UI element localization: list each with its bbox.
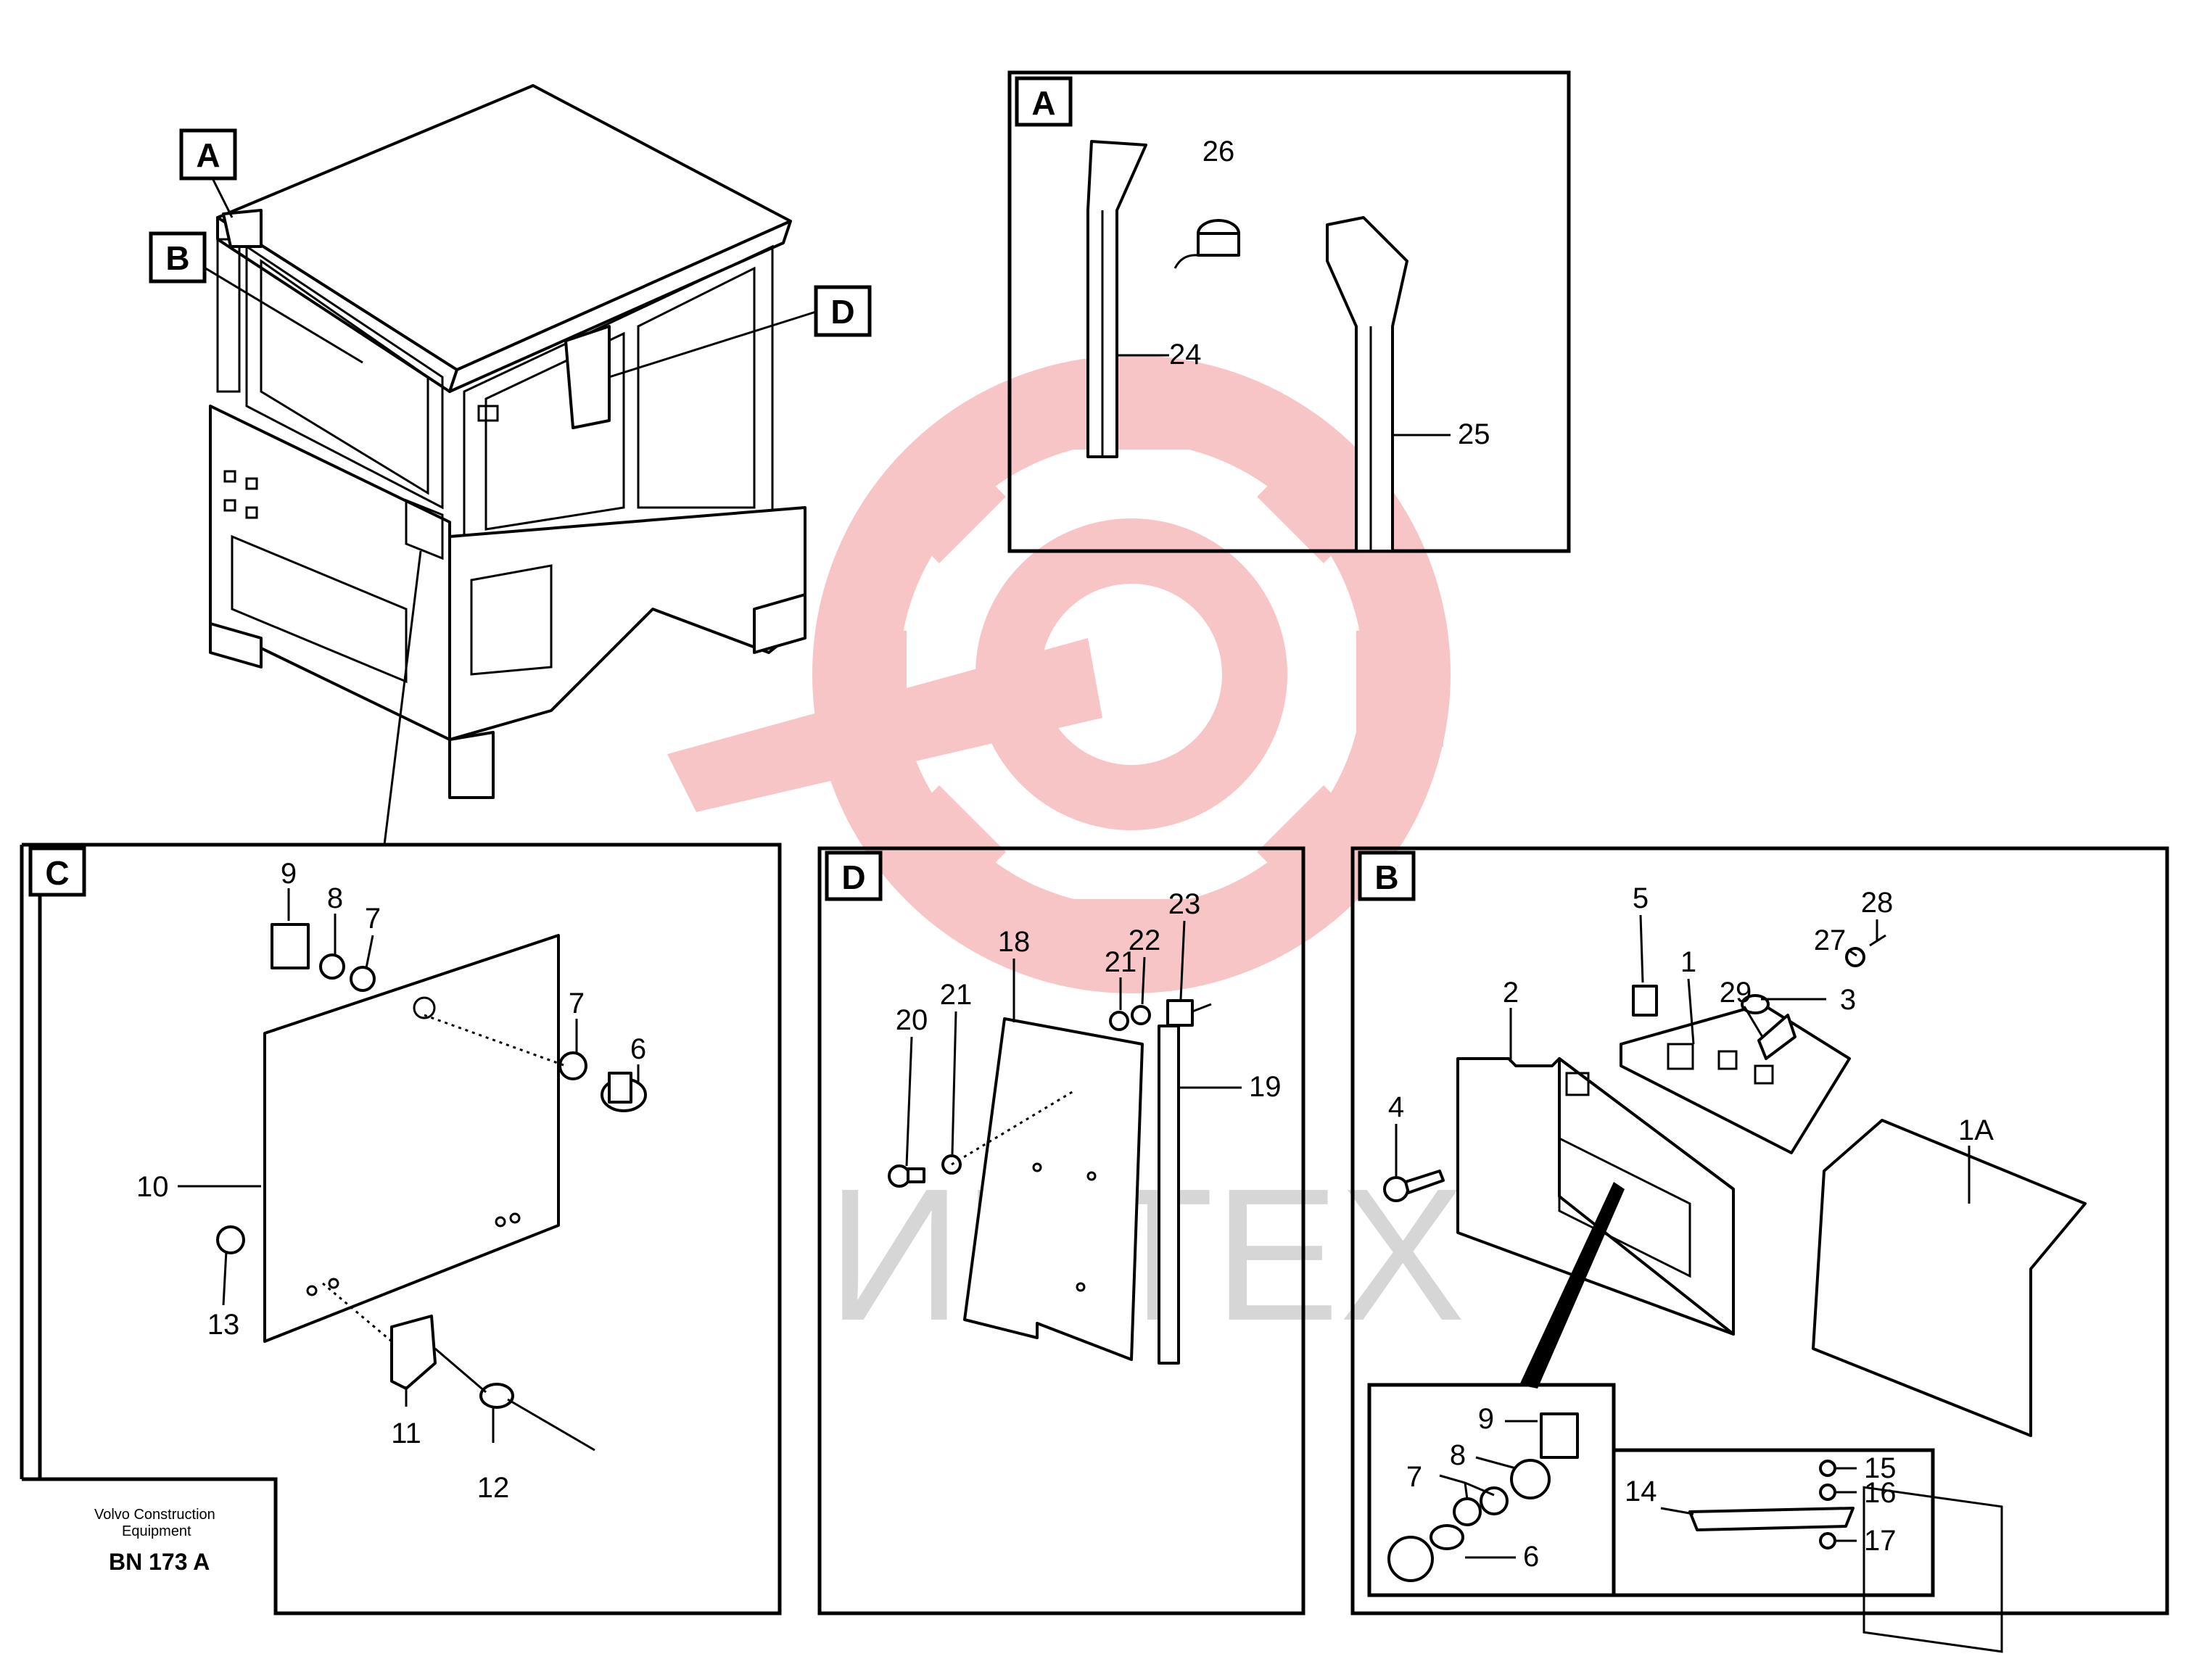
callout-23: 23	[1168, 888, 1201, 920]
inset-callout-17: 17	[1864, 1525, 1897, 1557]
callout-12: 12	[477, 1472, 510, 1504]
footer-code: BN 173 A	[109, 1549, 210, 1575]
footer-company: Volvo Construction	[94, 1507, 215, 1523]
callout-11: 11	[391, 1418, 421, 1449]
svg-text:B: B	[1374, 858, 1398, 896]
svg-text:A: A	[1031, 84, 1055, 122]
callout-25: 25	[1458, 418, 1490, 450]
callout-7b: 7	[569, 988, 585, 1019]
callout-18: 18	[998, 926, 1031, 958]
panel-c: C 9 8	[20, 843, 782, 1615]
svg-text:C: C	[45, 854, 69, 892]
callout-19: 19	[1249, 1071, 1282, 1103]
panel-b: B 5 28 27	[1350, 846, 2169, 1653]
callout-22: 22	[1129, 924, 1161, 956]
callout-26: 26	[1202, 136, 1235, 167]
callout-5: 5	[1633, 882, 1649, 914]
callout-20: 20	[896, 1004, 928, 1036]
cab-overview-drawing	[209, 84, 807, 799]
svg-text:B: B	[165, 239, 189, 277]
overview-label-b: B	[149, 231, 207, 284]
callout-21b: 21	[940, 979, 973, 1011]
callout-24: 24	[1169, 339, 1202, 371]
inset-callout-14: 14	[1625, 1476, 1657, 1507]
callout-6: 6	[630, 1033, 646, 1065]
inset-callout-7: 7	[1406, 1461, 1422, 1493]
inset-callout-9: 9	[1478, 1403, 1494, 1435]
watermark-logo	[667, 355, 1451, 993]
callout-2: 2	[1503, 977, 1519, 1009]
watermark-text: ИНТЕХ	[827, 1150, 1465, 1360]
svg-text:A: A	[196, 136, 220, 174]
callout-9: 9	[281, 858, 297, 890]
panel-d: D 18 23 22 21 20 21 19	[817, 846, 1305, 1615]
callout-13: 13	[207, 1309, 240, 1341]
callout-10: 10	[136, 1171, 169, 1203]
callout-4: 4	[1388, 1091, 1404, 1123]
callout-1: 1	[1680, 946, 1696, 978]
inset-callout-15: 15	[1864, 1452, 1897, 1484]
inset-callout-6: 6	[1523, 1541, 1539, 1573]
callout-29: 29	[1720, 977, 1752, 1009]
panel-a: A 26 24 25	[1007, 70, 1571, 553]
callout-3: 3	[1840, 984, 1856, 1016]
callout-28: 28	[1861, 887, 1894, 919]
svg-text:D: D	[841, 858, 865, 896]
overview-label-a: A	[179, 128, 237, 181]
callout-1a: 1A	[1958, 1114, 1994, 1146]
svg-text:D: D	[830, 293, 854, 331]
callout-7: 7	[365, 903, 381, 935]
overview-label-d: D	[814, 285, 872, 337]
footer-company-2: Equipment	[122, 1523, 191, 1539]
inset-callout-16: 16	[1864, 1477, 1897, 1509]
inset-callout-8: 8	[1450, 1439, 1466, 1471]
callout-21: 21	[1105, 946, 1137, 978]
callout-27: 27	[1814, 924, 1847, 956]
callout-8: 8	[327, 882, 343, 914]
